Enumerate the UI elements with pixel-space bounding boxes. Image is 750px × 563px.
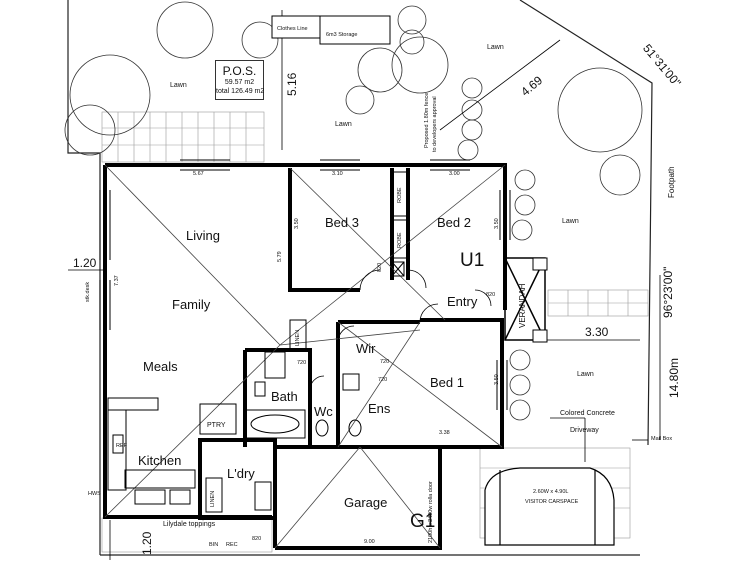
desk-label: stk.desk [85, 281, 91, 302]
dim-567: 5.67 [193, 171, 204, 177]
driveway-label-2: Driveway [570, 427, 599, 434]
room-wir: Wir [356, 341, 376, 356]
bearing-side: 96°23'00" [661, 266, 675, 318]
dim-338: 3.38 [439, 430, 450, 436]
storage-label: 6m3 Storage [326, 32, 358, 38]
room-kitchen: Kitchen [138, 453, 182, 468]
garage-unit-label: G1 [410, 511, 436, 532]
verandah-outline [504, 257, 546, 341]
dim-720b: 720 [378, 377, 388, 383]
room-garage: Garage [344, 495, 388, 510]
fence-label-2: to developers approval [432, 96, 438, 152]
rec-label: REC [226, 542, 238, 548]
landscape-trees [64, 1, 643, 421]
room-bed3: Bed 3 [325, 215, 359, 230]
verandah-label: VERANDAH [518, 283, 527, 328]
pantry-label: PTRY [207, 422, 226, 429]
room-bed1: Bed 1 [430, 375, 464, 390]
pos-total: total 126.49 m2 [216, 88, 265, 95]
pos-area: 59.57 m2 [224, 79, 255, 86]
dim-720c: 720 [380, 359, 390, 365]
room-bath: Bath [271, 389, 298, 404]
dim-350b: 3.50 [494, 218, 500, 229]
bin-label: BIN [209, 542, 219, 548]
linen-label-2: LINEN [210, 490, 216, 507]
dim-120-bottom: 1.20 [140, 531, 154, 555]
dim-120-top: 1.20 [73, 256, 97, 270]
room-meals: Meals [143, 359, 178, 374]
dim-900: 9.00 [364, 539, 375, 545]
hws-label: HWS [88, 491, 101, 497]
lawn-label-1: Lawn [170, 82, 187, 89]
unit-label: U1 [460, 250, 485, 271]
lawn-label-3: Lawn [487, 44, 504, 51]
lawn-label-2: Lawn [335, 121, 352, 128]
lawn-label-5: Lawn [577, 371, 594, 378]
room-bed2: Bed 2 [437, 215, 471, 230]
site-structures [271, 15, 548, 343]
toppings-label: Lilydale toppings [163, 521, 216, 528]
dim-1480: 14.80m [667, 357, 681, 398]
dim-720a: 720 [297, 360, 307, 366]
linen-label-1: LINEN [295, 329, 301, 346]
room-family: Family [172, 297, 211, 312]
room-laundry: L'dry [227, 466, 255, 481]
dim-820c: 820 [252, 536, 262, 542]
site-boundary [67, 0, 653, 556]
clothes-line-label: Clothes Line [277, 26, 308, 32]
pos-title: P.O.S. [222, 64, 257, 78]
kitchen-fixtures [107, 171, 408, 513]
room-ens: Ens [368, 401, 391, 416]
dim-310: 3.10 [332, 171, 343, 177]
ref-label: REF [116, 443, 127, 449]
dim-330: 3.30 [585, 325, 609, 339]
roller-door-label: 2100h x 2400w rolla door [428, 481, 434, 543]
car-outline [484, 467, 615, 546]
dim-820b: 820 [486, 292, 496, 298]
pos-box: P.O.S. 59.57 m2 total 126.49 m2 [215, 60, 264, 100]
room-living: Living [186, 228, 220, 243]
dim-737: 7.37 [114, 275, 120, 286]
robe-label-1: ROBE [397, 187, 403, 203]
door-swings [309, 269, 492, 391]
dim-516: 5.16 [285, 72, 299, 96]
carspace-label-2: VISITOR CARSPACE [525, 499, 579, 505]
lawn-label-4: Lawn [562, 218, 579, 225]
dim-300: 3.00 [449, 171, 460, 177]
room-entry: Entry [447, 294, 478, 309]
windows [99, 159, 511, 410]
mail-box-label: Mail Box [651, 436, 673, 442]
fence-label-1: Proposed 1.80m fence [424, 92, 430, 148]
dim-350a: 3.50 [294, 218, 300, 229]
carspace-label-1: 2.60W x 4.90L [533, 489, 569, 495]
driveway-label-1: Colored Concrete [560, 410, 615, 417]
dim-350c: 3.50 [494, 374, 500, 385]
dimension-lines [68, 10, 661, 560]
robe-label-2: ROBE [397, 232, 403, 248]
dim-579: 5.79 [277, 251, 283, 262]
room-wc: Wc [314, 404, 333, 419]
footpath-label: Footpath [667, 166, 676, 198]
dim-820a: 820 [377, 262, 383, 272]
